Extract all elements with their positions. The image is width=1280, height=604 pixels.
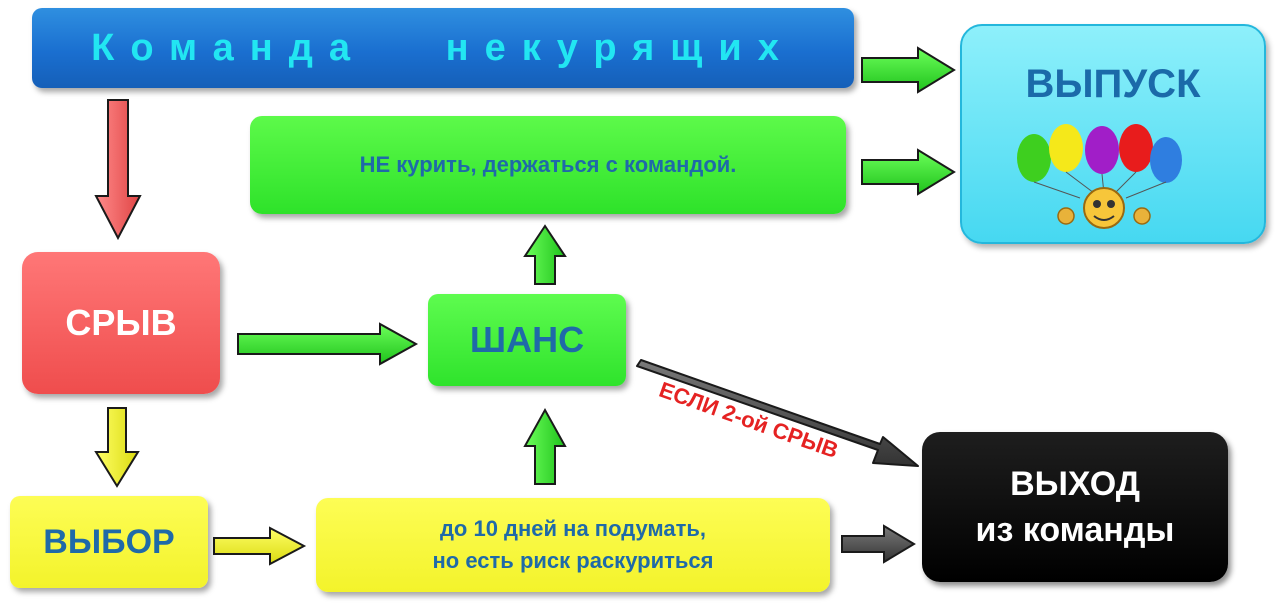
exit-box: ВЫХОД из команды (922, 432, 1228, 582)
arrow-choice-to-think (213, 526, 307, 566)
choice-label: ВЫБОР (43, 522, 175, 561)
rule-box: НЕ курить, держаться с командой. (250, 116, 846, 214)
arrow-chance-to-rule (523, 224, 567, 285)
arrow-rule-to-release (861, 148, 956, 196)
team-label: Команда некурящих (91, 26, 795, 69)
choice-box: ВЫБОР (10, 496, 208, 588)
chance-box: ШАНС (428, 294, 626, 386)
arrow-breakdown-to-chance (237, 322, 419, 366)
breakdown-box: СРЫВ (22, 252, 220, 394)
balloons-smiley-icon (1017, 124, 1182, 229)
arrow-think-to-chance (523, 407, 567, 485)
arrow-team-to-release (861, 46, 956, 94)
think-label-line1: до 10 дней на подумать, (439, 516, 707, 541)
arrow-team-to-breakdown (94, 99, 142, 241)
think-label-line2: но есть риск раскуриться (432, 548, 714, 573)
exit-label-line2: из команды (975, 511, 1175, 549)
rule-label: НЕ курить, держаться с командой. (359, 152, 737, 177)
arrow-think-to-exit (841, 524, 916, 564)
arrow-breakdown-to-choice (94, 407, 140, 488)
release-label: ВЫПУСК (1025, 62, 1201, 106)
arrow-chance-to-exit (636, 359, 919, 467)
think-box: до 10 дней на подумать, но есть риск рас… (316, 498, 830, 592)
release-box: ВЫПУСК (960, 24, 1266, 244)
team-box: Команда некурящих (32, 8, 854, 88)
exit-label-line1: ВЫХОД (1010, 465, 1140, 503)
breakdown-label: СРЫВ (65, 302, 177, 343)
chance-label: ШАНС (469, 319, 585, 360)
